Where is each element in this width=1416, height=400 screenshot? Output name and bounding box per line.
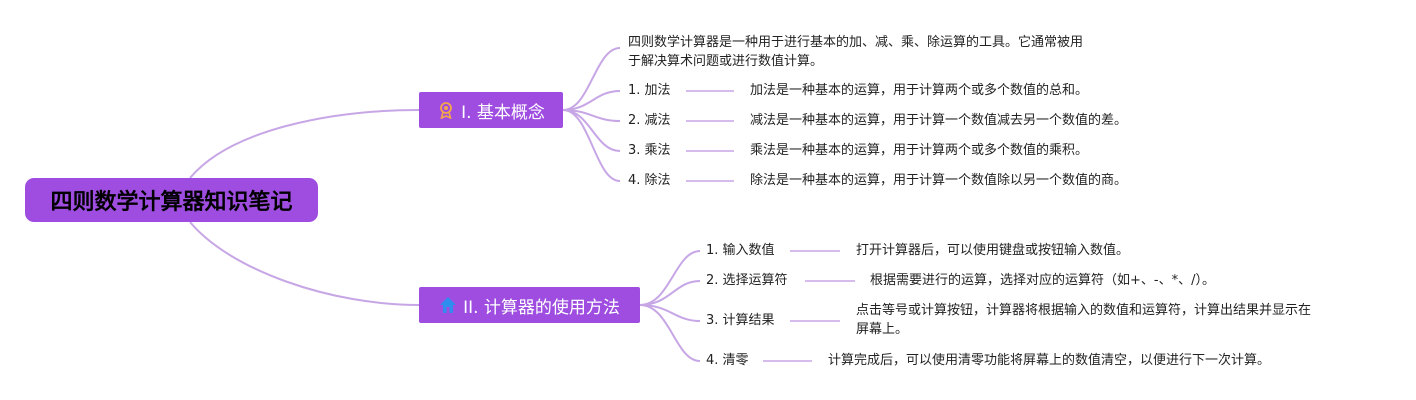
concept-intro-line: 于解决算术问题或进行数值计算。 <box>628 54 824 69</box>
concept-item-desc: 减法是一种基本的运算，用于计算一个数值减去另一个数值的差。 <box>750 113 1128 128</box>
concept-item-label[interactable]: 1. 加法 <box>628 83 671 98</box>
usage-item-label[interactable]: 4. 清零 <box>706 353 749 368</box>
usage-item-desc-line: 点击等号或计算按钮，计算器将根据输入的数值和运算符，计算出结果并显示在 <box>856 303 1312 318</box>
concept-intro-line: 四则数学计算器是一种用于进行基本的加、减、乘、除运算的工具。它通常被用 <box>628 35 1084 50</box>
usage-item-label[interactable]: 2. 选择运算符 <box>706 273 788 288</box>
branch-calculator-usage-title: II. 计算器的使用方法 <box>463 297 620 318</box>
award-ribbon-icon <box>437 101 455 119</box>
usage-item-label[interactable]: 1. 输入数值 <box>706 243 775 258</box>
usage-item-desc: 点击等号或计算按钮，计算器将根据输入的数值和运算符，计算出结果并显示在 屏幕上。 <box>856 301 1311 339</box>
concept-item-label[interactable]: 2. 减法 <box>628 113 671 128</box>
usage-item-label[interactable]: 3. 计算结果 <box>706 313 775 328</box>
usage-item-desc-line: 屏幕上。 <box>856 322 909 337</box>
root-topic[interactable]: 四则数学计算器知识笔记 <box>25 178 318 222</box>
usage-item-desc: 根据需要进行的运算，选择对应的运算符（如+、-、*、/）。 <box>870 273 1215 288</box>
concept-item-label[interactable]: 3. 乘法 <box>628 143 671 158</box>
concept-intro: 四则数学计算器是一种用于进行基本的加、减、乘、除运算的工具。它通常被用 于解决算… <box>628 33 1083 71</box>
branch-calculator-usage[interactable]: II. 计算器的使用方法 <box>419 287 640 323</box>
concept-item-desc: 除法是一种基本的运算，用于计算一个数值除以另一个数值的商。 <box>750 173 1128 188</box>
root-title: 四则数学计算器知识笔记 <box>50 190 293 215</box>
usage-item-desc: 计算完成后，可以使用清零功能将屏幕上的数值清空，以便进行下一次计算。 <box>828 353 1271 368</box>
branch-basic-concepts[interactable]: I. 基本概念 <box>419 92 563 128</box>
usage-item-desc: 打开计算器后，可以使用键盘或按钮输入数值。 <box>856 243 1130 258</box>
concept-item-desc: 加法是一种基本的运算，用于计算两个或多个数值的总和。 <box>750 83 1089 98</box>
house-icon <box>439 296 457 314</box>
concept-item-label[interactable]: 4. 除法 <box>628 173 671 188</box>
branch-basic-concepts-title: I. 基本概念 <box>461 102 545 123</box>
concept-item-desc: 乘法是一种基本的运算，用于计算两个或多个数值的乘积。 <box>750 143 1089 158</box>
